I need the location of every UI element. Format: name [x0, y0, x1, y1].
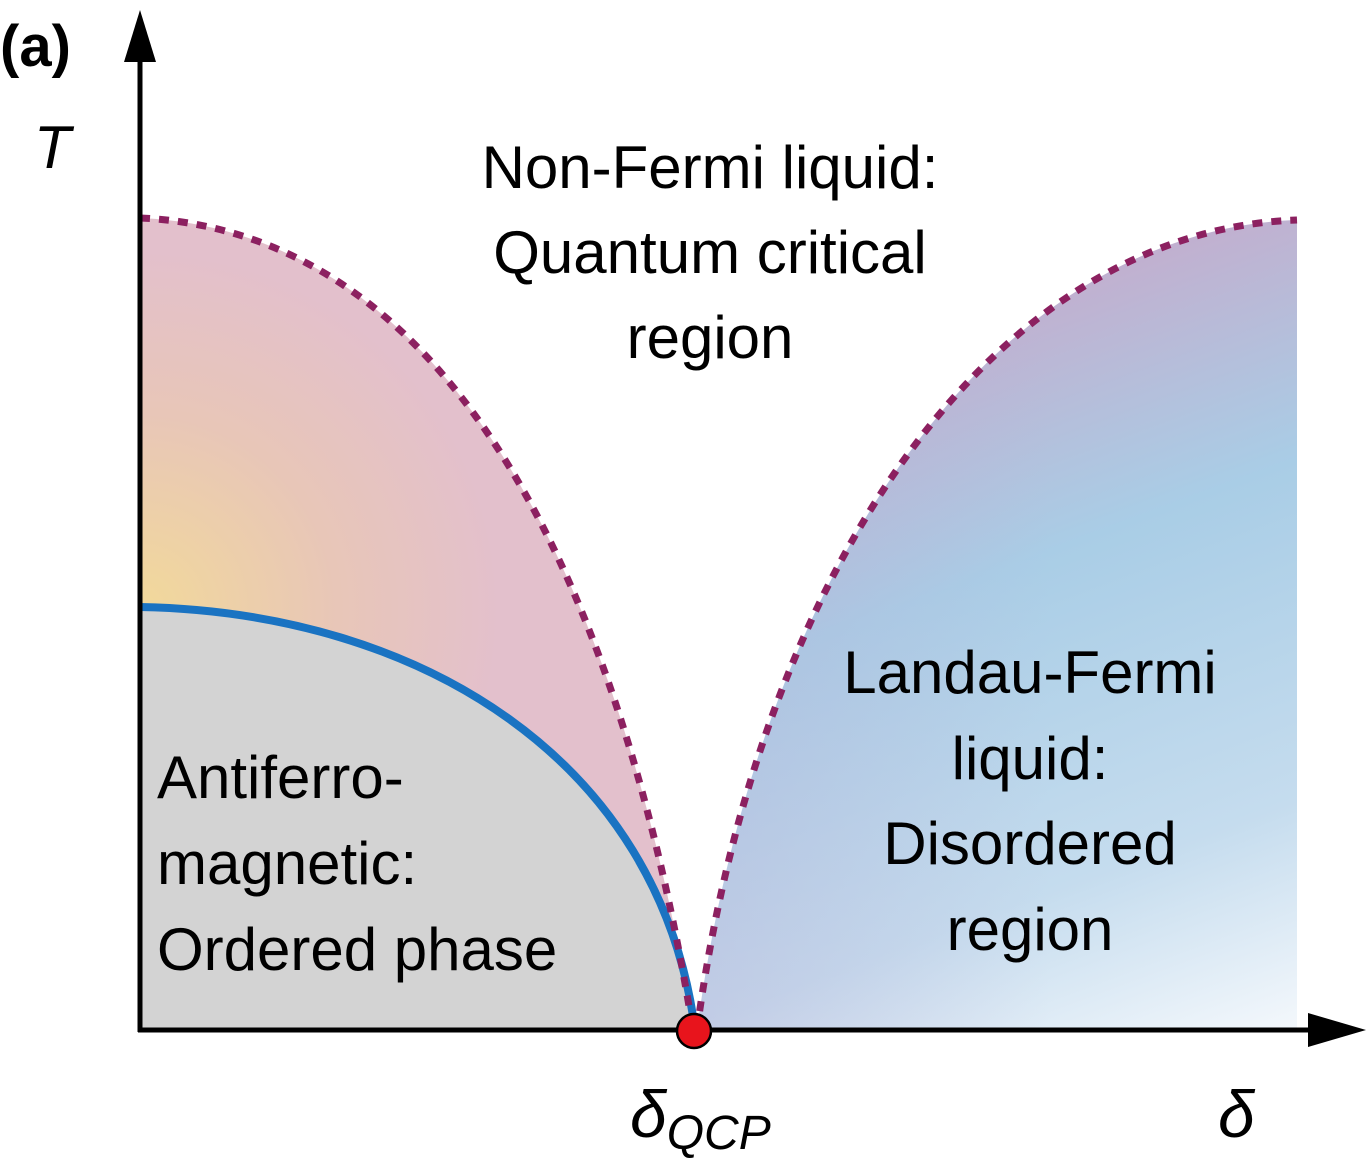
ordered-phase-label: Antiferro- magnetic: Ordered phase	[157, 744, 557, 983]
disordered-line-3: Disordered	[883, 810, 1176, 877]
y-axis-arrowhead	[124, 10, 156, 62]
right-region-edge-tint	[697, 220, 1297, 1030]
ordered-line-2: magnetic:	[157, 830, 417, 897]
ordered-phase-region	[140, 607, 695, 1030]
x-axis-arrowhead	[1308, 1013, 1366, 1047]
qcp-symbol: δ	[630, 1077, 668, 1151]
panel-label: (a)	[0, 14, 71, 79]
disordered-line-4: region	[947, 896, 1114, 963]
ordering-boundary-line	[139, 603, 699, 1031]
quantum-critical-line-1: Non-Fermi liquid:	[482, 134, 939, 201]
y-axis-label: T	[34, 114, 75, 181]
disordered-line-2: liquid:	[952, 725, 1109, 792]
right-crossover-line	[693, 216, 1298, 1031]
disordered-region-label: Landau-Fermi liquid: Disordered region	[843, 639, 1217, 963]
quantum-critical-line-2: Quantum critical	[493, 219, 926, 286]
qcp-point	[675, 1012, 713, 1050]
left-crossover-line	[139, 214, 697, 1031]
disordered-line-1: Landau-Fermi	[843, 639, 1217, 706]
x-axis-label: δ	[1218, 1077, 1256, 1151]
quantum-critical-line-3: region	[627, 304, 794, 371]
quantum-critical-label: Non-Fermi liquid: Quantum critical regio…	[482, 134, 939, 371]
ordered-line-1: Antiferro-	[157, 744, 404, 811]
ordered-line-3: Ordered phase	[157, 916, 557, 983]
qcp-subscript: QCP	[667, 1107, 771, 1160]
qcp-label: δQCP	[630, 1077, 771, 1160]
